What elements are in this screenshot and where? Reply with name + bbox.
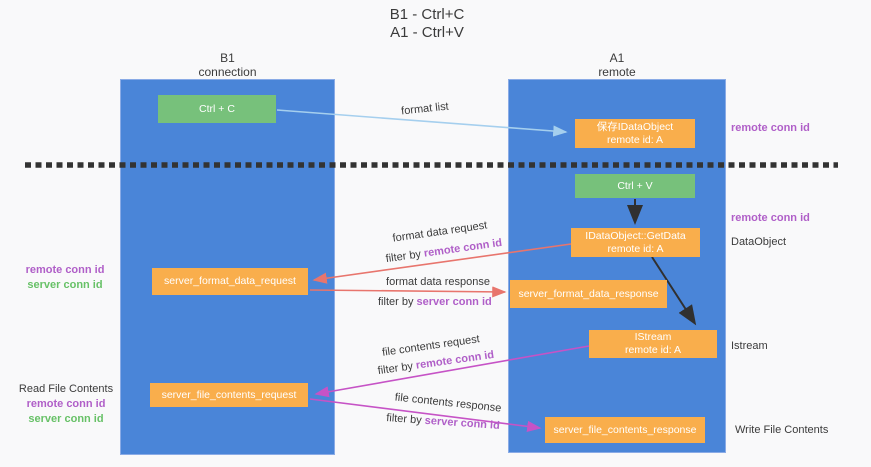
annotation-left-server-conn-id-bottom: server conn id (28, 413, 104, 425)
annotation-read-file-contents: Read File Contents (18, 383, 114, 395)
annotation-remote-conn-id-mid: remote conn id (731, 212, 810, 224)
annotation-left-conn-ids: remote conn id server conn id (15, 263, 115, 293)
edge-label-format-data-response: format data response (386, 276, 490, 288)
annotation-remote-conn-id-top: remote conn id (731, 122, 810, 134)
column-b1-role: connection (198, 65, 257, 79)
node-save-idataobject-line2: remote id: A (606, 133, 664, 146)
edge-label-format-list: format list (400, 100, 450, 118)
annotation-istream: Istream (731, 340, 768, 352)
title-line-1: B1 - Ctrl+C (389, 6, 465, 23)
node-server-file-contents-response: server_file_contents_response (545, 417, 705, 443)
annotation-read-file-contents-group: Read File Contents remote conn id server… (12, 382, 120, 427)
node-istream: IStream remote id: A (589, 330, 717, 358)
node-ctrl-v-label: Ctrl + V (617, 179, 653, 192)
node-server-format-data-response: server_format_data_response (510, 280, 667, 308)
node-server-format-data-request-label: server_format_data_request (164, 275, 296, 287)
node-save-idataobject: 保存IDataObject remote id: A (575, 119, 695, 148)
edge-label-filter-format-response: filter by server conn id (378, 296, 492, 308)
node-istream-line2: remote id: A (624, 344, 682, 356)
diagram-title: B1 - Ctrl+C A1 - Ctrl+V (327, 6, 527, 42)
title-line-2: A1 - Ctrl+V (390, 24, 464, 41)
column-a1-name: A1 (609, 51, 625, 65)
column-header-b1: B1 connection (120, 51, 335, 79)
node-ctrl-c-label: Ctrl + C (199, 102, 235, 115)
node-server-format-data-response-label: server_format_data_response (518, 287, 659, 300)
column-b1-name: B1 (220, 51, 235, 65)
annotation-write-file-contents: Write File Contents (735, 424, 829, 436)
node-getdata-line1: IDataObject::GetData (585, 229, 686, 242)
node-istream-line1: IStream (634, 331, 672, 343)
node-server-file-contents-request-label: server_file_contents_request (161, 388, 297, 401)
arrow-format-data-response (309, 286, 507, 298)
column-header-a1: A1 remote (508, 51, 726, 79)
edge-label-filter-file-response: filter by server conn id (385, 412, 501, 432)
node-server-file-contents-request: server_file_contents_request (150, 383, 308, 407)
annotation-left-remote-conn-id: remote conn id (25, 264, 105, 276)
annotation-dataobject: DataObject (731, 236, 787, 248)
column-a1-role: remote (598, 65, 636, 79)
node-server-format-data-request: server_format_data_request (152, 268, 308, 295)
node-server-file-contents-response-label: server_file_contents_response (553, 423, 697, 436)
node-idataobject-getdata: IDataObject::GetData remote id: A (571, 228, 700, 257)
node-ctrl-c: Ctrl + C (158, 95, 276, 123)
annotation-left-server-conn-id: server conn id (27, 279, 103, 291)
annotation-left-remote-conn-id-bottom: remote conn id (26, 398, 106, 410)
node-getdata-line2: remote id: A (607, 242, 664, 255)
node-ctrl-v: Ctrl + V (575, 174, 695, 198)
node-save-idataobject-line1: 保存IDataObject (596, 120, 674, 133)
